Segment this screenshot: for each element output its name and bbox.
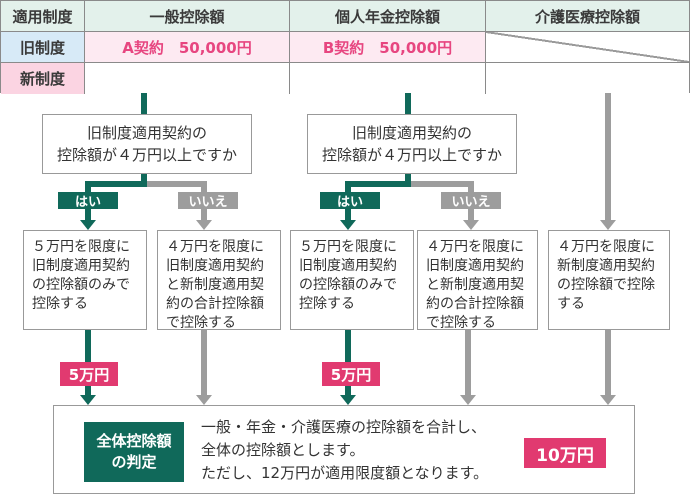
flow-line: [201, 330, 207, 396]
result-box-general-yes: ５万円を限度に旧制度適用契約の控除額のみで控除する: [23, 230, 147, 330]
flow-line: [141, 174, 147, 185]
arrow-down-icon: [196, 220, 212, 230]
no-badge: いいえ: [441, 192, 501, 210]
flow-line: [345, 181, 411, 187]
total-deduction-description: 一般・年金・介護医療の控除額を合計し、全体の控除額とします。ただし、12万円が適…: [201, 418, 489, 482]
old-pension-value: B契約 50,000円: [290, 32, 486, 63]
flow-line: [147, 181, 207, 187]
flow-line: [405, 174, 411, 185]
deduction-table: 適用制度 一般控除額 個人年金控除額 介護医療控除額 旧制度 A契約 50,00…: [0, 0, 690, 94]
flow-line: [605, 330, 611, 396]
total-deduction-summary-box: 全体控除額の判定 一般・年金・介護医療の控除額を合計し、全体の控除額とします。た…: [53, 405, 635, 494]
flow-line: [85, 181, 147, 187]
flow-line: [605, 93, 611, 221]
new-pension-value: [290, 63, 486, 94]
flow-line: [405, 93, 411, 115]
arrow-down-icon: [196, 395, 212, 405]
old-general-value: A契約 50,000円: [85, 32, 290, 63]
flow-line: [141, 93, 147, 115]
arrow-down-icon: [340, 395, 356, 405]
total-deduction-title-badge: 全体控除額の判定: [84, 422, 184, 482]
new-general-value: [85, 63, 290, 94]
arrow-down-icon: [340, 220, 356, 230]
arrow-down-icon: [460, 395, 476, 405]
table-header-pension: 個人年金控除額: [290, 1, 486, 32]
old-care-not-applicable-cell: [486, 32, 689, 63]
flow-line: [345, 386, 351, 397]
new-care-value: [486, 63, 689, 94]
row-label-new-system: 新制度: [1, 63, 85, 94]
flow-line: [345, 330, 351, 362]
arrow-down-icon: [600, 220, 616, 230]
table-header-care: 介護医療控除額: [486, 1, 689, 32]
arrow-down-icon: [600, 395, 616, 405]
decision-box-pension: 旧制度適用契約の控除額が４万円以上ですか: [307, 114, 517, 174]
result-box-general-no: ４万円を限度に旧制度適用契約と新制度適用契約の合計控除額で控除する: [157, 230, 281, 331]
arrow-down-icon: [80, 395, 96, 405]
flow-line: [411, 181, 471, 187]
yes-badge: はい: [320, 192, 380, 210]
arrow-down-icon: [80, 220, 96, 230]
result-box-pension-yes: ５万円を限度に旧制度適用契約の控除額のみで控除する: [290, 230, 414, 330]
row-label-old-system: 旧制度: [1, 32, 85, 63]
decision-box-general: 旧制度適用契約の控除額が４万円以上ですか: [42, 114, 252, 174]
flow-line: [85, 330, 91, 362]
five-man-yen-badge: 5万円: [60, 362, 118, 386]
result-box-care: ４万円を限度に新制度適用契約の控除額で控除する: [548, 230, 670, 330]
yes-badge: はい: [58, 192, 118, 210]
no-badge: いいえ: [178, 192, 238, 210]
result-box-pension-no: ４万円を限度に旧制度適用契約と新制度適用契約の合計控除額で控除する: [417, 230, 538, 331]
arrow-down-icon: [463, 220, 479, 230]
table-header-general: 一般控除額: [85, 1, 290, 32]
table-header-system: 適用制度: [1, 1, 85, 32]
flow-line: [465, 330, 471, 396]
flow-line: [85, 386, 91, 397]
ten-man-yen-badge: 10万円: [524, 438, 606, 468]
five-man-yen-badge: 5万円: [322, 362, 380, 386]
